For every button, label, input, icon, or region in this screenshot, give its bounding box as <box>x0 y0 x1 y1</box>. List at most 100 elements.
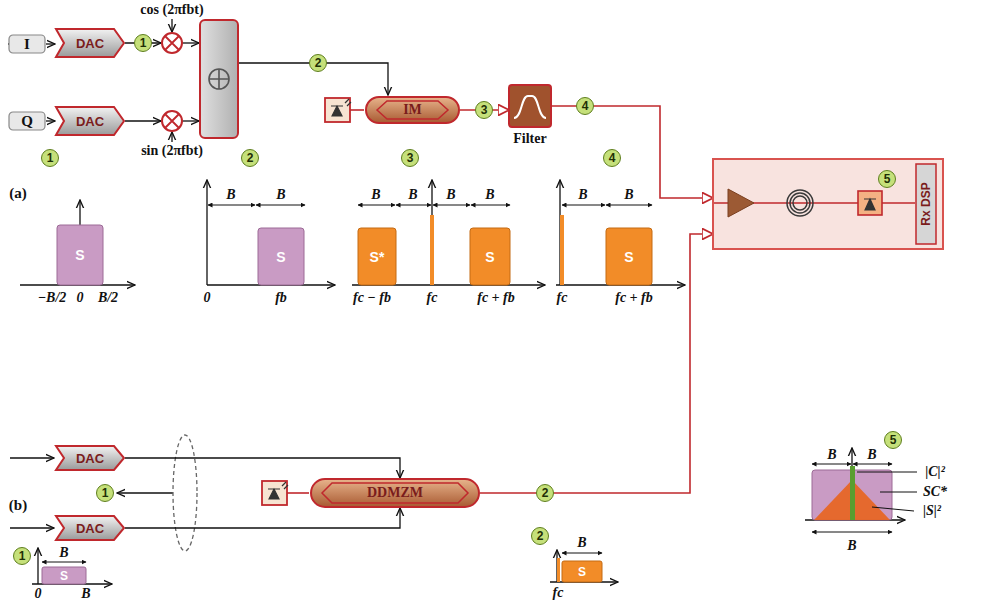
dimension-arrows <box>42 562 86 563</box>
receiver-panel <box>712 158 944 250</box>
dimension-arrows <box>606 205 652 206</box>
signal-label: S* <box>370 249 385 265</box>
axis-label: B <box>867 447 876 463</box>
spectrum-blocks <box>358 228 396 285</box>
spectrum-blocks <box>850 466 855 520</box>
callout-number: 2 <box>536 484 554 502</box>
electrical-wires <box>125 120 161 121</box>
shape-outline <box>56 107 124 135</box>
laser-symbol <box>325 98 350 122</box>
electrical-wires <box>117 492 173 493</box>
axis-label: B <box>485 187 494 203</box>
mixer-symbol <box>165 36 179 128</box>
axis-label: B <box>276 187 285 203</box>
leader-lines <box>880 492 917 493</box>
electrical-wires <box>8 19 388 528</box>
adder-symbol <box>209 69 229 89</box>
axis-label: B <box>577 535 586 551</box>
axis-label: 0 <box>35 586 42 602</box>
leader-lines <box>857 472 917 511</box>
receiver-panel <box>793 196 807 210</box>
electrical-wires <box>182 120 199 121</box>
signal-label: S <box>578 565 586 579</box>
connector <box>125 458 400 478</box>
callout-number: 2 <box>309 54 327 72</box>
node-shape <box>508 84 552 128</box>
node-label: DAC <box>76 114 104 129</box>
spectrum-blocks <box>42 215 892 584</box>
adder-symbol <box>200 20 238 138</box>
callout-number: 1 <box>134 34 152 52</box>
axis-label: |C|² <box>925 464 945 480</box>
dac-block: DAC <box>55 28 125 58</box>
callout-number: 4 <box>603 149 621 167</box>
callout-number: 1 <box>41 149 59 167</box>
axis-label: fc + fb <box>615 290 653 306</box>
callout-number: 1 <box>96 484 114 502</box>
signal-label: S <box>276 249 285 265</box>
adder-symbol <box>209 69 229 89</box>
dimension-arrows <box>562 205 605 206</box>
receiver-panel: 5Rx DSP <box>712 158 944 250</box>
signal-label: S <box>485 249 494 265</box>
dimension-arrows <box>471 205 510 206</box>
shape-outline <box>366 97 459 123</box>
spectrum-blocks <box>430 215 434 285</box>
electrical-wires <box>10 457 54 458</box>
shape-outline <box>509 85 551 127</box>
shape-outline <box>322 483 468 503</box>
spectrum-axes <box>37 548 38 584</box>
axis-label: 0 <box>204 290 211 306</box>
laser-symbol <box>262 481 287 505</box>
spectrum-blocks <box>470 228 510 285</box>
receiver-panel <box>728 189 754 217</box>
signal-label: S <box>75 247 84 263</box>
shape-outline <box>713 159 943 249</box>
axis-label: fc + fb <box>477 290 515 306</box>
shape-outline <box>9 35 45 53</box>
leader-lines <box>872 507 914 511</box>
dimension-arrows <box>208 205 255 206</box>
axis-label: fc − fb <box>353 290 391 306</box>
electrical-wires <box>171 19 172 32</box>
node-label: DAC <box>76 36 104 51</box>
spectrum-blocks <box>42 567 86 584</box>
axis-label: fb <box>275 290 287 306</box>
receiver-panel <box>787 190 813 216</box>
filter-block: Filter <box>508 84 552 128</box>
spectrum-blocks <box>57 225 103 285</box>
adder-symbol <box>200 20 238 138</box>
input-box: Q <box>8 111 46 131</box>
axis-label: fc <box>553 585 564 601</box>
dimension-arrows <box>812 464 851 465</box>
receiver-panel <box>790 193 810 213</box>
callout-number: 2 <box>531 527 549 545</box>
axis-label: B <box>81 586 90 602</box>
node-label: DDMZM <box>367 485 423 501</box>
shape-outline <box>9 112 45 130</box>
panel-label: (b) <box>9 497 27 514</box>
signal-label: S <box>60 569 68 583</box>
axis-label: B <box>408 187 417 203</box>
dimension-arrows <box>358 205 395 206</box>
optical-wires <box>287 110 364 493</box>
axis-label: SC* <box>923 484 947 500</box>
callout-number: 2 <box>241 149 259 167</box>
connector <box>125 508 400 528</box>
dimension-arrows <box>853 464 892 465</box>
node-label: Q <box>21 113 33 130</box>
connector <box>46 43 55 44</box>
axis-label: fc <box>427 290 438 306</box>
node-label: DAC <box>76 451 104 466</box>
node-label: Rx DSP <box>919 182 933 225</box>
shape-outline <box>916 164 936 244</box>
laser-symbol <box>331 99 351 116</box>
leader-lines <box>857 472 917 473</box>
receiver-panel <box>712 158 944 250</box>
carrier-label: sin (2πfbt) <box>141 143 203 159</box>
axis-label: B/2 <box>98 290 118 306</box>
callout-number: 5 <box>884 431 902 449</box>
node-label: IM <box>403 102 422 118</box>
axis-label: fc <box>557 290 568 306</box>
node-label: I <box>24 36 30 53</box>
